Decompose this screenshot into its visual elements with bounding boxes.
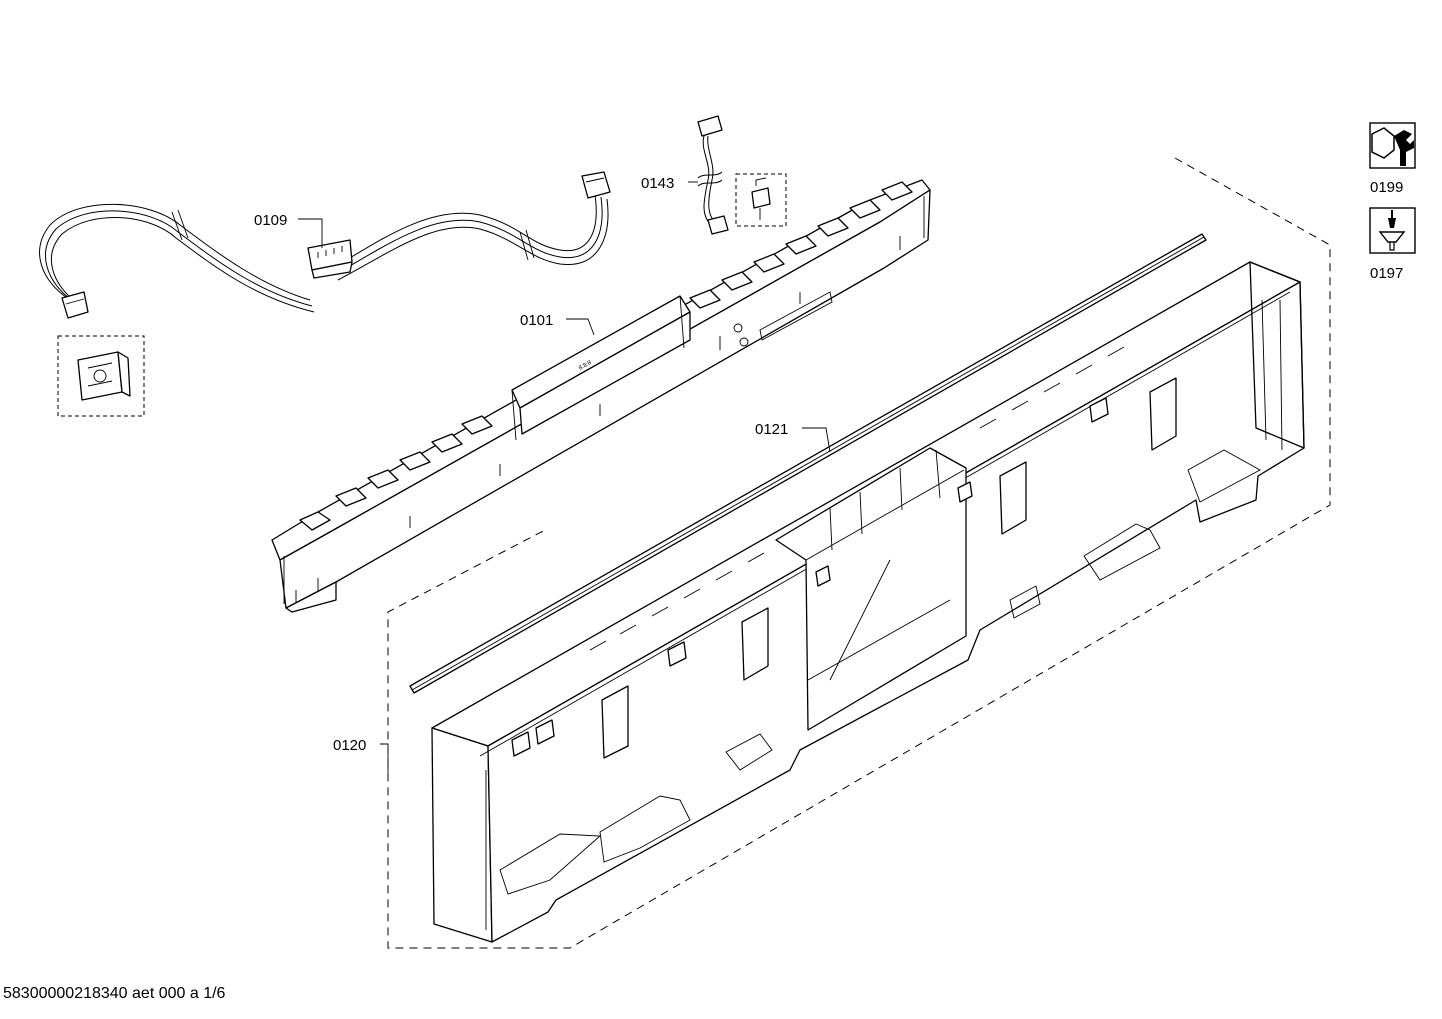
module-inset — [57, 335, 145, 417]
label-0197: 0197 — [1370, 265, 1403, 282]
sensor-inset — [735, 173, 787, 227]
document-reference: 58300000218340 aet 000 a 1/6 — [3, 985, 226, 1002]
label-0143: 0143 — [641, 175, 674, 192]
wrench-nut-icon — [1369, 122, 1416, 169]
sensor-cable-0143 — [697, 115, 729, 235]
leader-lines — [298, 181, 831, 778]
screwdriver-screw-icon — [1369, 207, 1416, 254]
label-0121: 0121 — [755, 421, 788, 438]
label-0199: 0199 — [1370, 179, 1403, 196]
control-panel-0120 — [387, 157, 1331, 949]
wiring-harness-0109 — [39, 171, 611, 319]
label-0120: 0120 — [333, 737, 366, 754]
control-module-0101: 8.8:8 — [271, 179, 931, 613]
seal-strip-0121 — [409, 233, 1207, 694]
label-0109: 0109 — [254, 212, 287, 229]
label-0101: 0101 — [520, 312, 553, 329]
